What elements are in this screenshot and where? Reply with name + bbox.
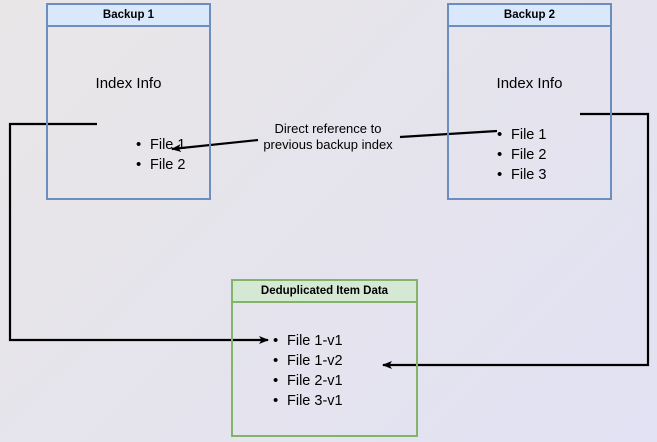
node-backup-2-header: Backup 2	[449, 5, 610, 27]
list-item: • File 2-v1	[273, 371, 343, 391]
bullet-icon: •	[273, 352, 279, 369]
list-item: • File 1	[497, 125, 546, 145]
node-backup-1-body: Index Info • File 1 • File 2	[48, 27, 209, 198]
node-deduplicated-body: • File 1-v1 • File 1-v2 • File 2-v1 • File 3…	[233, 303, 416, 435]
list-item-label: File 3-v1	[287, 393, 343, 409]
list-item-label: File 2-v1	[287, 373, 343, 389]
edge-label-direct-reference: Direct reference to previous backup inde…	[258, 121, 398, 153]
bullet-icon: •	[273, 332, 279, 349]
edge-label-line-2: previous backup index	[263, 137, 393, 152]
list-item-label: File 1-v1	[287, 333, 343, 349]
list-item: • File 1-v1	[273, 331, 343, 351]
list-item-label: File 1	[150, 137, 186, 153]
list-item-label: File 1-v2	[287, 353, 343, 369]
bullet-icon: •	[136, 156, 142, 173]
node-backup-1[interactable]: Backup 1 Index Info • File 1 • File 2	[46, 3, 211, 200]
node-backup-1-index-info-label: Index Info	[95, 75, 162, 92]
node-deduplicated-header: Deduplicated Item Data	[233, 281, 416, 303]
list-item: • File 2	[136, 155, 185, 175]
bullet-icon: •	[273, 372, 279, 389]
bullet-icon: •	[497, 146, 503, 163]
list-item-label: File 3	[511, 167, 547, 183]
list-item: • File 3-v1	[273, 391, 343, 411]
bullet-icon: •	[497, 166, 503, 183]
node-deduplicated-item-data[interactable]: Deduplicated Item Data • File 1-v1 • File …	[231, 279, 418, 437]
list-item: • File 3	[497, 165, 546, 185]
list-item-label: File 2	[511, 147, 547, 163]
node-backup-1-file-list: • File 1 • File 2	[136, 135, 185, 175]
list-item: • File 1-v2	[273, 351, 343, 371]
list-item: • File 1	[136, 135, 185, 155]
node-backup-2-index-info-label: Index Info	[496, 75, 563, 92]
bullet-icon: •	[136, 136, 142, 153]
bullet-icon: •	[273, 392, 279, 409]
node-backup-2[interactable]: Backup 2 Index Info • File 1 • File 2 • Fil…	[447, 3, 612, 200]
bullet-icon: •	[497, 126, 503, 143]
list-item-label: File 2	[150, 157, 186, 173]
node-backup-1-header: Backup 1	[48, 5, 209, 27]
edge-label-line-1: Direct reference to	[274, 121, 382, 136]
node-deduplicated-file-list: • File 1-v1 • File 1-v2 • File 2-v1 • File 3…	[273, 331, 343, 411]
list-item-label: File 1	[511, 127, 547, 143]
node-backup-2-file-list: • File 1 • File 2 • File 3	[497, 125, 546, 185]
list-item: • File 2	[497, 145, 546, 165]
node-backup-2-body: Index Info • File 1 • File 2 • File 3	[449, 27, 610, 198]
